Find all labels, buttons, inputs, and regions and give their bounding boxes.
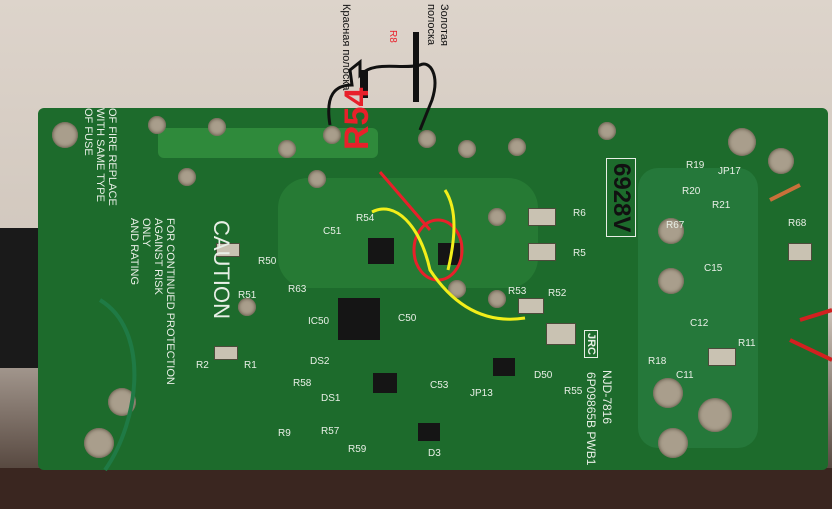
ref-label: C53 xyxy=(430,380,449,391)
solder-pad xyxy=(238,298,256,316)
ref-label: JP13 xyxy=(470,388,493,399)
ref-label: C11 xyxy=(676,370,694,381)
red-band-mark xyxy=(360,70,368,98)
ref-label: C15 xyxy=(704,263,723,274)
ref-label: R57 xyxy=(321,426,340,437)
solder-pad xyxy=(658,268,684,294)
solder-pad xyxy=(148,116,166,134)
ref-label: R54 xyxy=(356,213,375,224)
solder-pad xyxy=(323,126,341,144)
solder-pad xyxy=(458,140,476,158)
solder-pad xyxy=(658,428,688,458)
resistor-label: R8 xyxy=(387,30,398,43)
solder-pad xyxy=(728,128,756,156)
solder-pad xyxy=(508,138,526,156)
solder-pad xyxy=(418,130,436,148)
green-wire xyxy=(98,298,137,472)
solder-pad xyxy=(84,428,114,458)
resistor-lead xyxy=(769,183,801,202)
ref-label: D3 xyxy=(428,448,441,459)
copper-trace xyxy=(278,178,538,288)
ref-label: R63 xyxy=(288,284,307,295)
solder-pad xyxy=(52,122,78,148)
ref-label: C51 xyxy=(323,226,342,237)
ref-label: DS2 xyxy=(310,356,330,367)
solder-pad xyxy=(308,170,326,188)
ref-label: IC50 xyxy=(308,316,330,327)
copper-trace xyxy=(158,128,378,158)
r54-handwriting: R54 xyxy=(338,87,376,150)
ref-label: C50 xyxy=(398,313,417,324)
ref-label: R21 xyxy=(712,200,731,211)
red-wire xyxy=(789,308,832,362)
red-band-label: Красная полоска xyxy=(340,4,352,91)
ref-label: R68 xyxy=(788,218,807,229)
ref-label: R67 xyxy=(666,220,685,231)
ref-label: R6 xyxy=(573,208,586,219)
ref-label: R50 xyxy=(258,256,277,267)
ref-label: R53 xyxy=(508,286,527,297)
smd-resistor xyxy=(528,208,556,226)
ref-label: R18 xyxy=(648,356,667,367)
resistor-sketch xyxy=(327,58,437,131)
solder-pad xyxy=(658,218,684,244)
red-arrow-line xyxy=(378,171,432,231)
ref-label: DS1 xyxy=(321,393,341,404)
smd-resistor xyxy=(216,243,240,257)
solder-pad xyxy=(488,208,506,226)
ref-label: R52 xyxy=(548,288,567,299)
ic-chip xyxy=(338,298,380,340)
ref-label: R1 xyxy=(244,360,257,371)
solder-pad xyxy=(698,398,732,432)
transistor xyxy=(438,243,460,265)
gold-band-mark xyxy=(413,32,419,102)
solder-pad xyxy=(598,122,616,140)
ref-label: JP17 xyxy=(718,166,741,177)
ref-label: R11 xyxy=(738,338,756,349)
ref-label: R2 xyxy=(196,360,209,371)
ref-label: R59 xyxy=(348,444,367,455)
yellow-trace-annotation xyxy=(371,189,526,321)
ref-label: C12 xyxy=(690,318,709,329)
solder-pad xyxy=(278,140,296,158)
ref-label: R20 xyxy=(682,186,701,197)
gold-band-label: Золотая полоска xyxy=(425,4,450,46)
smd-resistor xyxy=(214,346,238,360)
transistor xyxy=(373,373,397,393)
ref-label: R5 xyxy=(573,248,586,259)
transistor xyxy=(493,358,515,376)
solder-pad xyxy=(448,280,466,298)
ref-label: R55 xyxy=(564,386,583,397)
solder-pad xyxy=(653,378,683,408)
ref-label: R51 xyxy=(238,290,257,301)
table-edge xyxy=(0,468,832,509)
solder-pad xyxy=(768,148,794,174)
ref-label: D50 xyxy=(534,370,553,381)
ref-label: R19 xyxy=(686,160,705,171)
solder-pad xyxy=(208,118,226,136)
solder-pad xyxy=(488,290,506,308)
transistor xyxy=(368,238,394,264)
smd-resistor xyxy=(788,243,812,261)
transistor xyxy=(418,423,440,441)
ref-label: R58 xyxy=(293,378,312,389)
smd-resistor xyxy=(546,323,576,345)
smd-resistor xyxy=(518,298,544,314)
ref-label: R9 xyxy=(278,428,291,439)
solder-pad xyxy=(178,168,196,186)
circuit-board: OF FIRE REPLACE WITH SAME TYPE OF FUSE F… xyxy=(38,108,828,470)
red-band-text: Красная полоска xyxy=(340,4,352,91)
smd-resistor xyxy=(528,243,556,261)
smd-resistor xyxy=(708,348,736,366)
